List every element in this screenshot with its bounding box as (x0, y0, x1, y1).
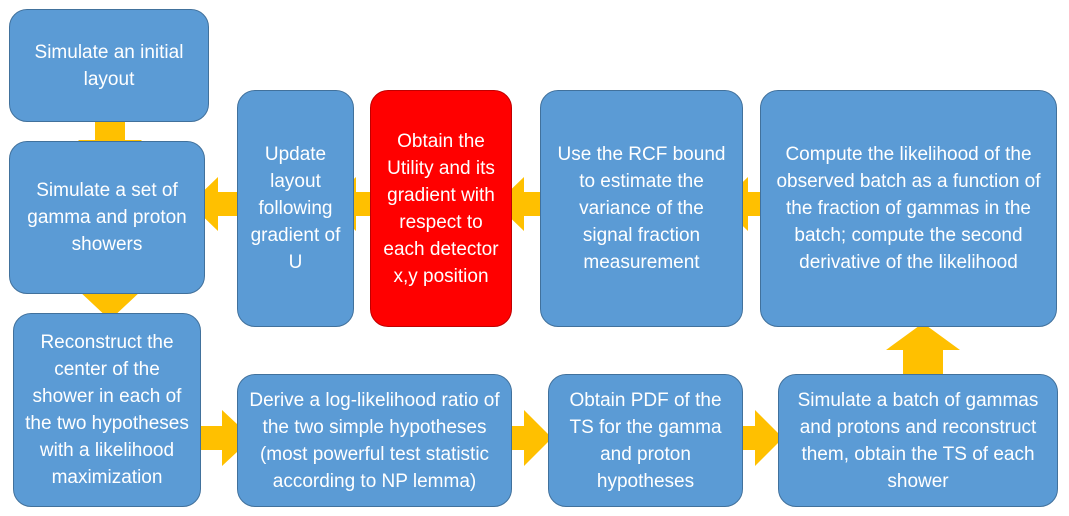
reconstruct-center-text: Reconstruct the center of the shower in … (25, 332, 189, 488)
simulate-initial-layout-box: Simulate an initial layout (9, 9, 209, 122)
simulate-showers-text: Simulate a set of gamma and proton showe… (27, 180, 187, 255)
use-rcf-box: Use the RCF bound to estimate the varian… (540, 90, 743, 327)
update-layout-box: Update layout following gradient of U (237, 90, 354, 327)
obtain-pdf-text: Obtain PDF of the TS for the gamma and p… (569, 389, 722, 492)
derive-llr-text: Derive a log-likelihood ratio of the two… (249, 389, 500, 492)
obtain-utility-box: Obtain the Utility and its gradient with… (370, 90, 512, 327)
update-layout-text: Update layout following gradient of U (250, 144, 341, 273)
reconstruct-center-box: Reconstruct the center of the shower in … (13, 313, 201, 507)
arrow-left-1 (190, 177, 238, 231)
arrow-right-2 (512, 410, 552, 466)
simulate-batch-box: Simulate a batch of gammas and protons a… (778, 374, 1058, 507)
simulate-batch-text: Simulate a batch of gammas and protons a… (797, 389, 1039, 492)
use-rcf-text: Use the RCF bound to estimate the varian… (557, 144, 726, 273)
arrow-right-1 (201, 410, 252, 466)
obtain-utility-text: Obtain the Utility and its gradient with… (383, 130, 499, 287)
simulate-initial-layout-text: Simulate an initial layout (34, 41, 184, 90)
arrow-up-1 (886, 323, 960, 378)
compute-likelihood-text: Compute the likelihood of the observed b… (776, 144, 1041, 273)
obtain-pdf-box: Obtain PDF of the TS for the gamma and p… (548, 374, 743, 507)
simulate-showers-box: Simulate a set of gamma and proton showe… (9, 141, 205, 294)
compute-likelihood-box: Compute the likelihood of the observed b… (760, 90, 1057, 327)
arrow-right-3 (743, 410, 783, 466)
arrow-left-3 (496, 177, 541, 231)
derive-llr-box: Derive a log-likelihood ratio of the two… (237, 374, 512, 507)
